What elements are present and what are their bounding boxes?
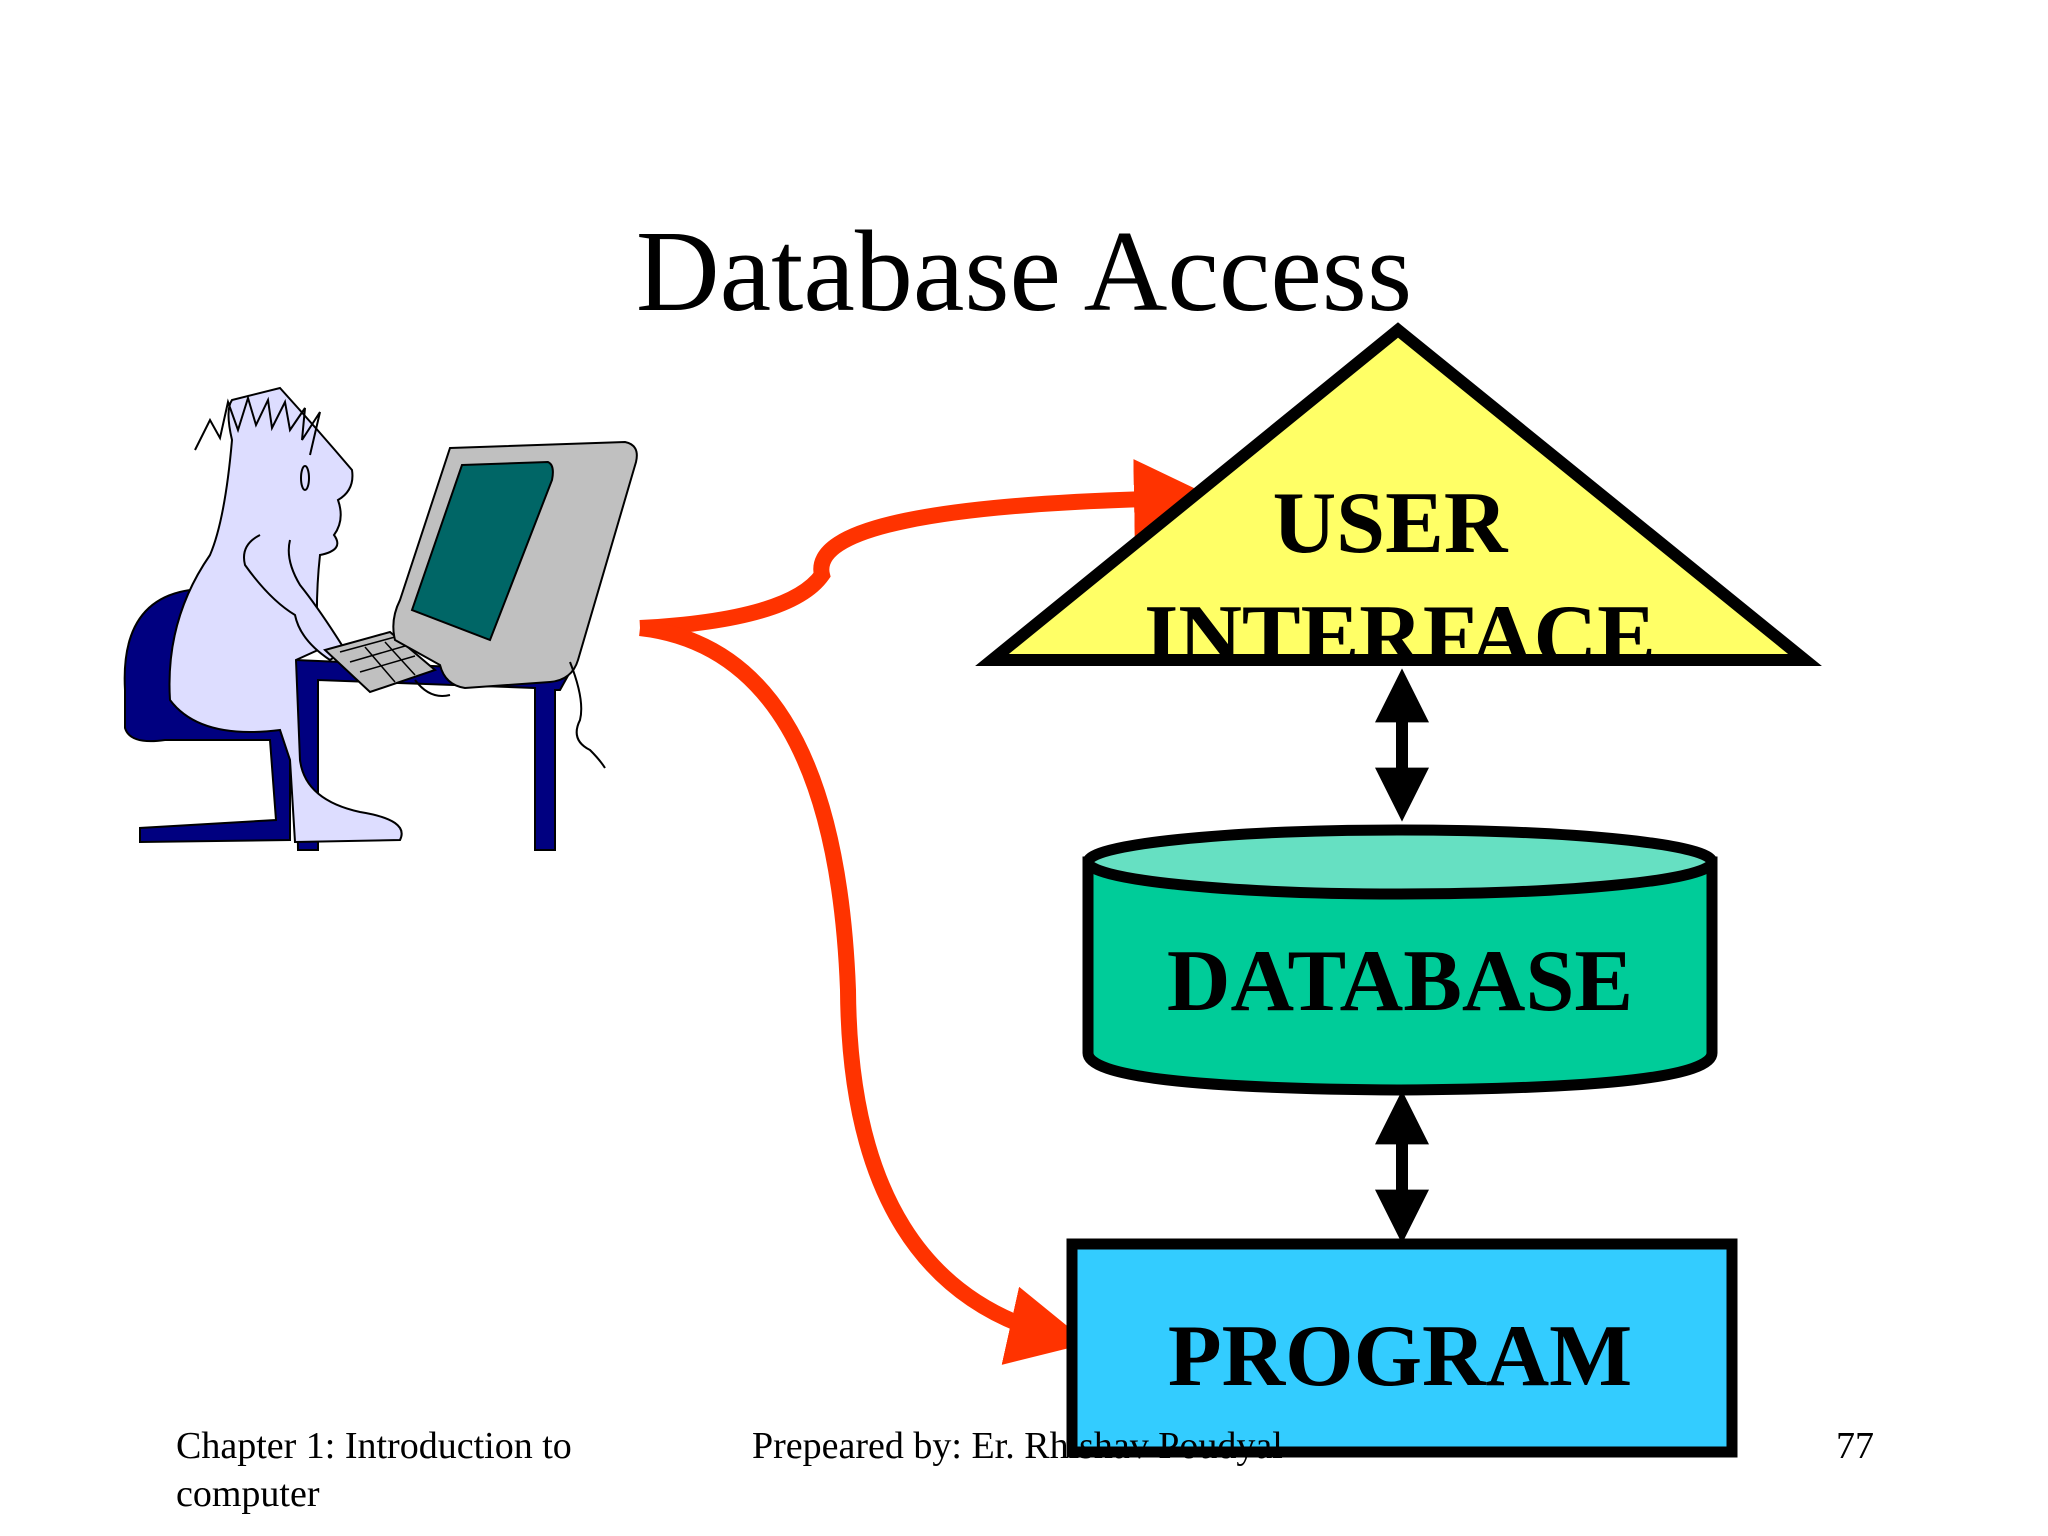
arrow-person-to-program <box>639 620 1089 1365</box>
program-label: PROGRAM <box>1168 1308 1632 1405</box>
footer-author: Prepeared by: Er. Rhishav Poudyal <box>752 1425 1283 1467</box>
user-interface-label-line1: USER <box>1273 475 1509 572</box>
user-interface-node: USER INTERFACE <box>975 322 1822 685</box>
footer-chapter: Chapter 1: Introduction to computer <box>176 1425 572 1515</box>
arrow-person-to-user-interface <box>639 459 1214 636</box>
database-label: DATABASE <box>1167 933 1633 1030</box>
slide-title: Database Access <box>636 208 1412 336</box>
database-node: DATABASE <box>1082 824 1718 1096</box>
footer-page-number: 77 <box>1836 1425 1874 1467</box>
program-node: PROGRAM <box>1066 1238 1738 1458</box>
user-interface-label-line2: INTERFACE <box>1144 588 1656 685</box>
person-at-computer-icon <box>123 386 638 851</box>
